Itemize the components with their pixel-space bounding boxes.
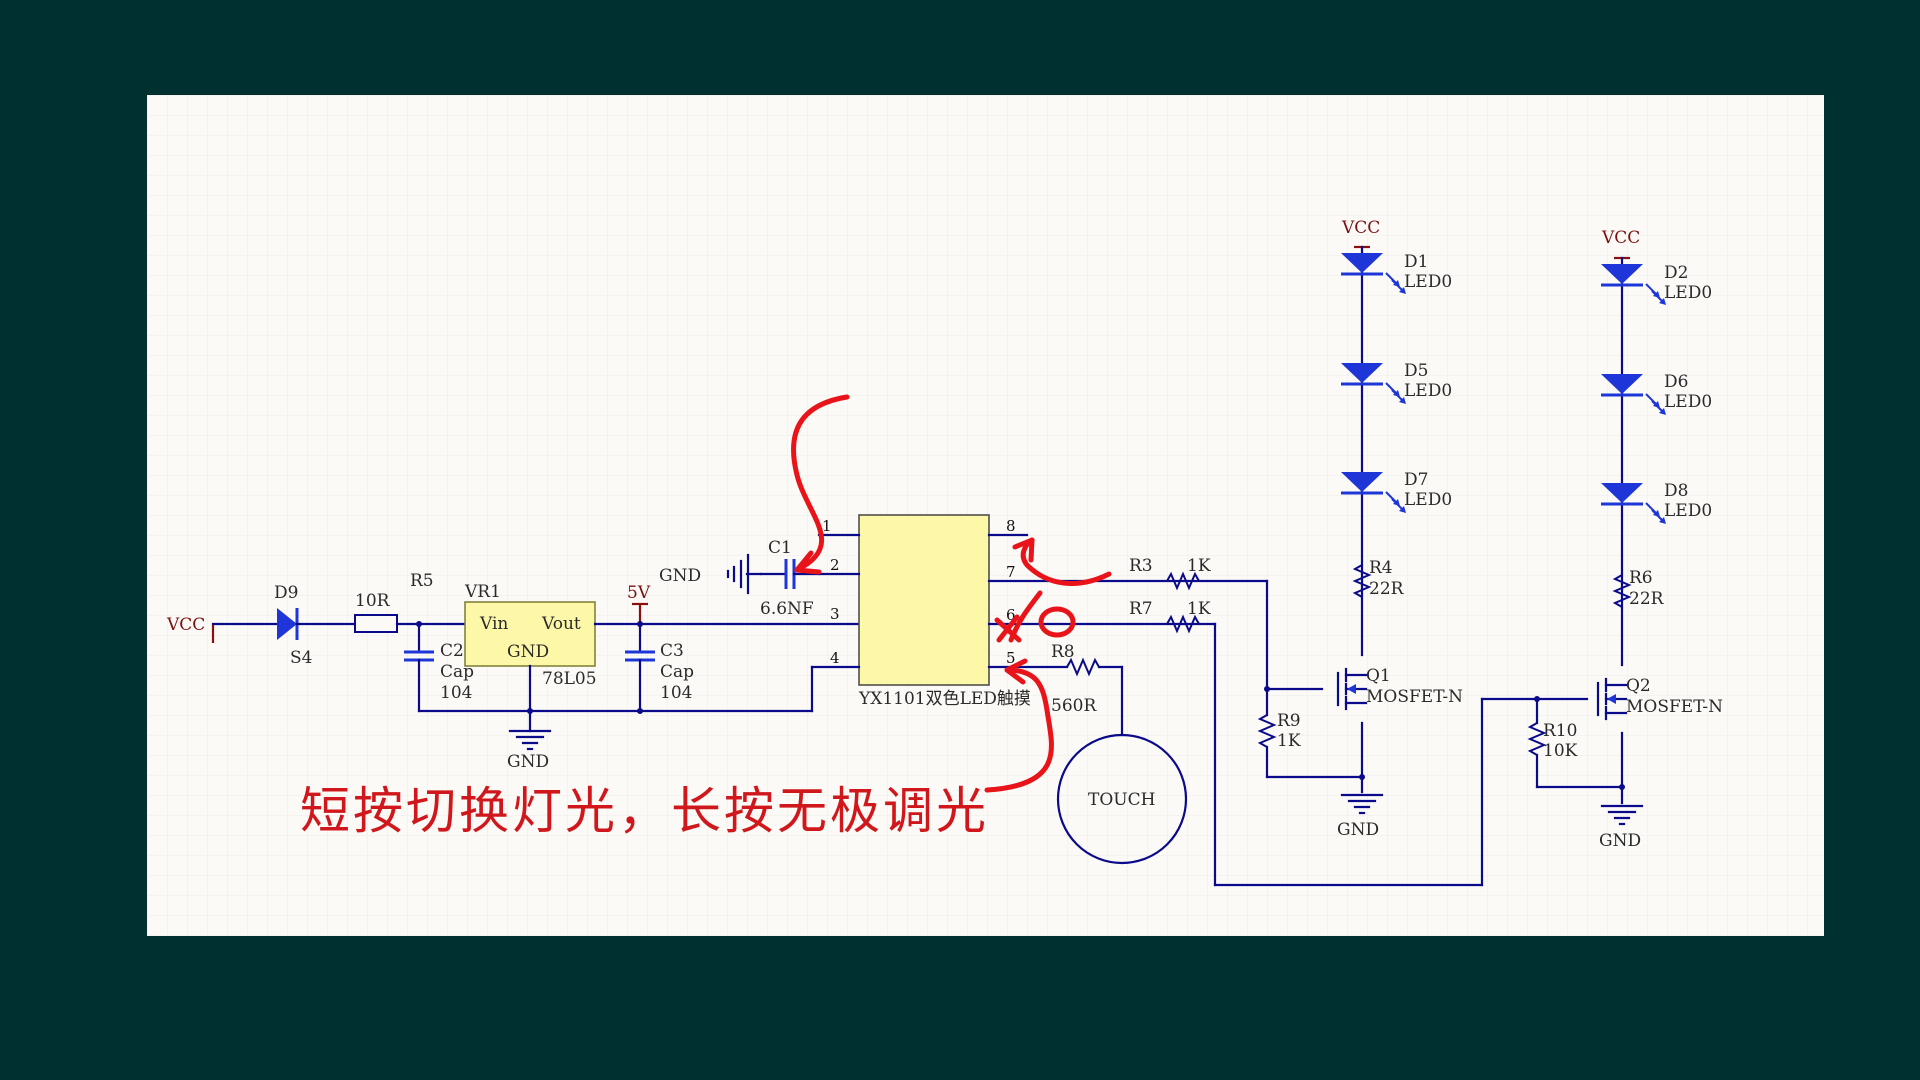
touch-pad [1056,733,1188,865]
power-input [211,601,861,751]
pin-5: 5 [1006,649,1016,667]
label-vcc-left: VCC [1341,218,1380,238]
circuit-schematic: VCC D9 S4 10R R5 VR1 Vin Vout GND 78L05 … [147,95,1824,936]
label-vin: Vin [479,614,508,634]
label-c2-value: 104 [440,683,472,703]
label-c2-type: Cap [440,662,474,682]
annotation-circle-pin6 [1038,606,1076,638]
label-c1-value: 6.6NF [760,599,814,619]
label-gnd-q1: GND [1337,820,1379,840]
diode-d9 [277,608,297,640]
label-d9: D9 [274,583,298,603]
label-r9-value: 1K [1277,731,1301,751]
label-c2: C2 [440,641,464,661]
label-r8: R8 [1051,642,1075,662]
led-string-left [1336,245,1408,815]
label-gnd-q2: GND [1599,831,1641,851]
label-q2: Q2 [1626,676,1651,696]
label-c3-type: Cap [660,662,694,682]
label-r9: R9 [1277,711,1301,731]
label-d8-type: LED0 [1664,501,1712,521]
label-r4-value: 22R [1369,579,1405,599]
resistor-r5 [354,614,398,633]
label-d7: D7 [1404,470,1428,490]
ic-yx1101 [726,514,1269,713]
label-d8: D8 [1664,481,1688,501]
label-r10-value: 10K [1543,741,1578,761]
annotation-cross-pin6 [994,614,1022,643]
label-d2: D2 [1664,263,1688,283]
pin-3: 3 [830,605,840,623]
label-s4: S4 [290,648,312,668]
label-d7-type: LED0 [1404,490,1452,510]
resistor-r9 [1257,714,1277,748]
label-r5: R5 [410,571,434,591]
resistor-r4 [1352,564,1372,598]
schematic-sheet: VCC D9 S4 10R R5 VR1 Vin Vout GND 78L05 … [147,95,1824,936]
label-r5-value: 10R [355,591,391,611]
label-ic-name: YX1101双色LED触摸 [858,689,1031,709]
label-q2-type: MOSFET-N [1626,697,1723,717]
pin-1: 1 [822,517,832,535]
label-touch: TOUCH [1088,790,1155,810]
pin-2: 2 [830,556,840,574]
annotation-arrowhead-pin5 [1004,658,1028,685]
label-r3-value: 1K [1187,556,1211,576]
label-vcc-input: VCC [166,615,205,635]
label-vr-part: 78L05 [542,669,597,689]
annotation-arrowhead-pin8 [1012,537,1035,563]
label-r10: R10 [1543,721,1577,741]
annotation-arrowhead-c1 [794,550,822,575]
label-r6-value: 22R [1629,589,1665,609]
label-d1-type: LED0 [1404,272,1452,292]
resistor-r7 [1166,614,1200,634]
label-vr1: VR1 [464,582,501,602]
resistor-r3 [1166,571,1200,591]
pin-4: 4 [830,649,840,667]
label-gnd-c1: GND [659,566,701,586]
label-c1: C1 [768,538,792,558]
label-r7: R7 [1129,599,1153,619]
annotation-arrow-c1 [791,394,850,573]
label-5v-net: 5V [627,583,651,603]
label-c3-value: 104 [660,683,692,703]
hand-drawn-annotations: 短按切换灯光，长按无极调光 [300,394,1112,840]
annotation-arrow-pin5 [984,667,1054,793]
label-d5: D5 [1404,361,1428,381]
label-r6: R6 [1629,568,1653,588]
resistor-r6 [1612,574,1632,608]
annotation-arrow-pin8 [1020,537,1112,586]
label-c3: C3 [660,641,684,661]
label-d1: D1 [1404,252,1428,272]
pin-7: 7 [1006,563,1016,581]
label-d6-type: LED0 [1664,392,1712,412]
label-vr-gnd: GND [507,642,549,662]
pin-6: 6 [1006,606,1016,624]
label-r8-value: 560R [1051,696,1097,716]
pin-8: 8 [1006,517,1016,535]
label-r3: R3 [1129,556,1153,576]
label-q1: Q1 [1366,666,1391,686]
label-gnd-main: GND [507,752,549,772]
led-string-right [1596,256,1668,826]
label-vcc-right: VCC [1601,228,1640,248]
resistor-r10 [1527,722,1547,756]
label-d5-type: LED0 [1404,381,1452,401]
label-q1-type: MOSFET-N [1366,687,1463,707]
annotation-caption: 短按切换灯光，长按无极调光 [300,782,989,840]
label-d2-type: LED0 [1664,283,1712,303]
label-r7-value: 1K [1187,599,1211,619]
label-vout: Vout [541,614,581,634]
resistor-r8 [1066,657,1100,677]
label-r4: R4 [1369,558,1393,578]
label-d6: D6 [1664,372,1688,392]
